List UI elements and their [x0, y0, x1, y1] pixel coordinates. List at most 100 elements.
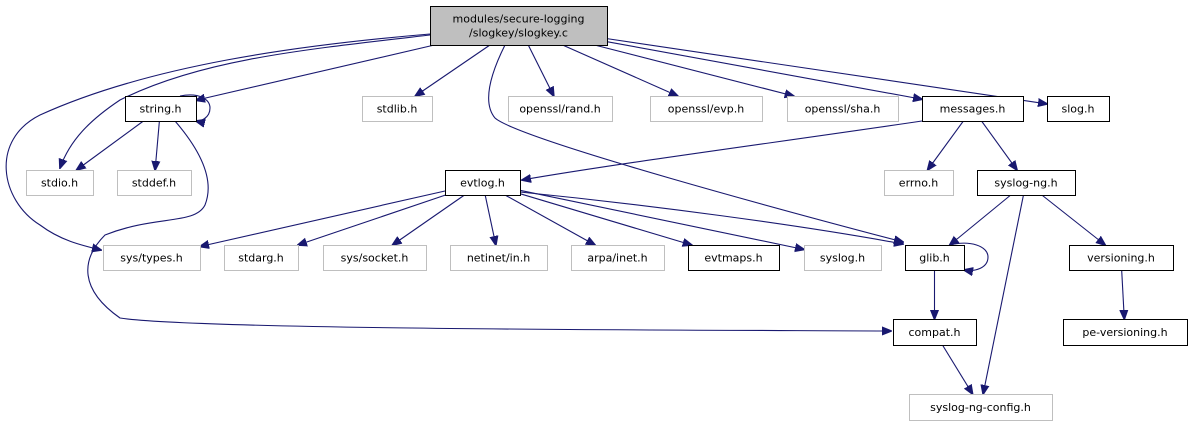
edge-string-to-stdio [77, 120, 144, 170]
edge-evtlog-to-systypes [200, 190, 446, 247]
edge-evtlog-to-syssocket [393, 194, 465, 245]
edge-string-to-string [179, 94, 211, 121]
node-label: slog.h [1062, 103, 1095, 116]
edge-root-to-systypes [5, 33, 431, 250]
node-string[interactable]: string.h [125, 96, 197, 122]
edge-root-to-sha [594, 44, 794, 96]
node-messages[interactable]: messages.h [922, 96, 1024, 122]
edge-evtlog-to-glib [519, 191, 903, 244]
node-label: syslog-ng-config.h [930, 401, 1031, 414]
edge-root-to-rand [527, 44, 554, 96]
edge-messages-to-errno [928, 120, 964, 170]
node-box [884, 170, 954, 196]
node-label: errno.h [899, 177, 938, 190]
node-label: openssl/evp.h [668, 103, 744, 116]
node-evtmaps[interactable]: evtmaps.h [688, 245, 780, 271]
node-box [893, 319, 977, 346]
node-label: arpa/inet.h [587, 252, 647, 265]
node-box [688, 245, 780, 271]
edge-glib-to-glib [949, 242, 989, 270]
node-rand: openssl/rand.h [508, 96, 613, 122]
edge-evtlog-to-stdarg [298, 194, 446, 245]
node-box [224, 245, 299, 271]
node-label: messages.h [940, 103, 1006, 116]
node-label: stddef.h [132, 177, 176, 190]
node-versioning[interactable]: versioning.h [1069, 245, 1174, 271]
nodes-layer: modules/secure-logging/slogkey/slogkey.c… [26, 6, 1188, 421]
node-box [1069, 245, 1174, 271]
node-arpa: arpa/inet.h [571, 245, 665, 271]
edges-layer [5, 33, 1125, 394]
node-label: stdarg.h [238, 252, 284, 265]
node-label: openssl/rand.h [519, 103, 600, 116]
edge-root-to-stdlib [415, 44, 491, 96]
edge-evtlog-to-arpa [504, 194, 595, 245]
node-label: string.h [139, 103, 181, 116]
edge-compat-to-config [942, 344, 972, 394]
node-label: evtlog.h [460, 177, 505, 190]
edge-messages-to-evtlog [522, 120, 923, 180]
edge-versioning-to-peversioning [1122, 269, 1125, 319]
node-stddef: stddef.h [117, 170, 192, 196]
node-stdio: stdio.h [26, 170, 94, 196]
node-errno: errno.h [884, 170, 954, 196]
node-slog[interactable]: slog.h [1047, 96, 1110, 122]
edge-string-to-stddef [155, 120, 159, 170]
node-box [804, 245, 882, 271]
edge-evtlog-to-evtmaps [519, 193, 692, 245]
node-label: /slogkey/slogkey.c [469, 27, 568, 40]
edge-syslogng-to-versioning [1041, 194, 1105, 245]
node-label: stdio.h [41, 177, 78, 190]
edge-root-to-stdio [60, 34, 431, 168]
node-box [450, 245, 548, 271]
node-sha: openssl/sha.h [787, 96, 899, 122]
node-syslog: syslog.h [804, 245, 882, 271]
node-evtlog[interactable]: evtlog.h [445, 170, 521, 196]
node-compat[interactable]: compat.h [893, 319, 977, 346]
node-box [909, 394, 1053, 421]
node-label: syslog.h [820, 252, 865, 265]
node-systypes: sys/types.h [103, 245, 201, 271]
node-root[interactable]: modules/secure-logging/slogkey/slogkey.c [430, 6, 608, 46]
edge-syslogng-to-glib [950, 194, 1012, 245]
node-label: glib.h [919, 252, 950, 265]
node-box [103, 245, 201, 271]
edge-root-to-evp [562, 44, 678, 96]
node-label: stdlib.h [377, 103, 418, 116]
edge-root-to-messages [606, 41, 922, 100]
node-label: syslog-ng.h [994, 177, 1057, 190]
node-box [26, 170, 94, 196]
node-box [922, 96, 1024, 122]
node-stdarg: stdarg.h [224, 245, 299, 271]
node-box [787, 96, 899, 122]
edge-root-to-slog [606, 38, 1047, 104]
edge-evtlog-to-netinet [484, 194, 496, 245]
node-box [117, 170, 192, 196]
edge-root-to-string [196, 44, 435, 100]
node-box [445, 170, 521, 196]
edge-syslogng-to-config [983, 194, 1025, 394]
node-box [508, 96, 613, 122]
node-box [323, 245, 427, 271]
node-syslogng[interactable]: syslog-ng.h [977, 170, 1076, 196]
node-box [905, 245, 965, 271]
node-netinet: netinet/in.h [450, 245, 548, 271]
node-box [1047, 96, 1110, 122]
node-stdlib: stdlib.h [362, 96, 433, 122]
edge-root-to-glib [488, 44, 903, 242]
node-box [362, 96, 433, 122]
node-glib[interactable]: glib.h [905, 245, 965, 271]
node-label: pe-versioning.h [1082, 326, 1167, 339]
edge-string-to-compat [87, 120, 891, 331]
node-evp: openssl/evp.h [650, 96, 763, 122]
node-label: compat.h [909, 326, 961, 339]
node-label: versioning.h [1087, 252, 1155, 265]
node-config: syslog-ng-config.h [909, 394, 1053, 421]
node-box [571, 245, 665, 271]
node-peversioning[interactable]: pe-versioning.h [1063, 319, 1188, 346]
node-label: sys/socket.h [341, 252, 409, 265]
edge-evtlog-to-syslog [519, 189, 804, 249]
node-label: evtmaps.h [704, 252, 762, 265]
